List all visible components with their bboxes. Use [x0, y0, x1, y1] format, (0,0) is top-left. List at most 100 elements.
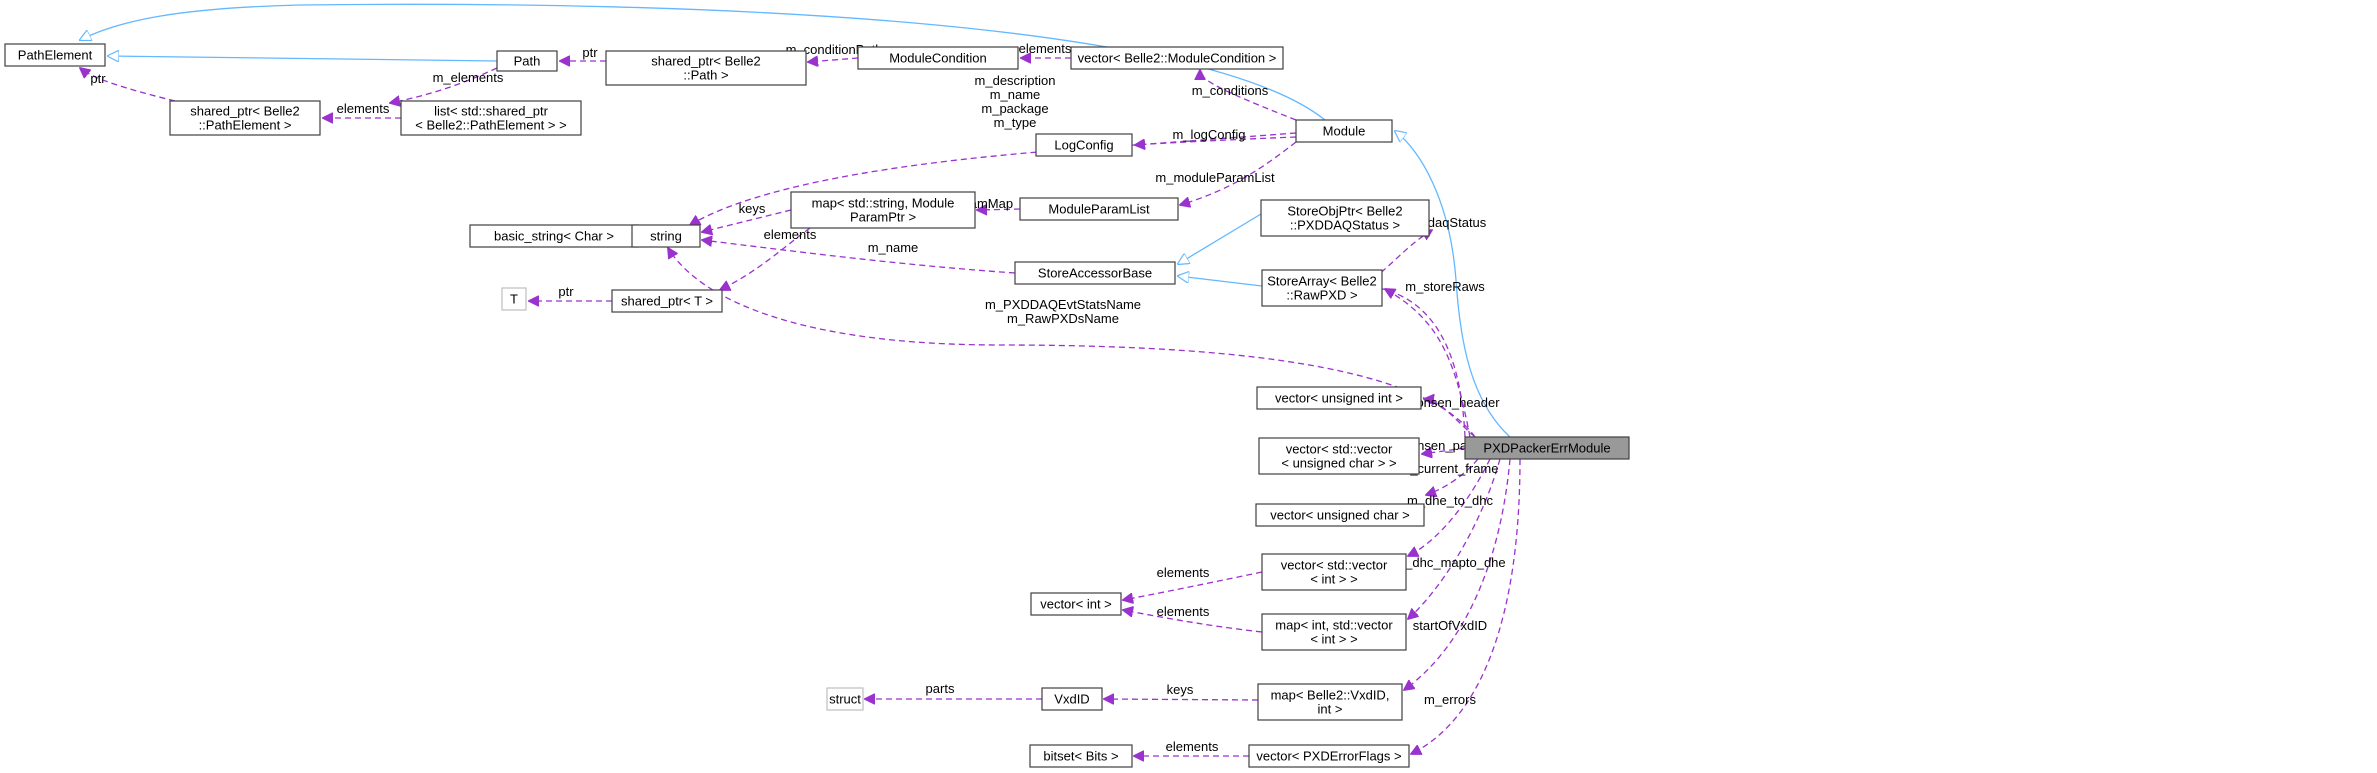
node-module-param-list[interactable]: ModuleParamList [1019, 197, 1179, 221]
edge-label-start-of-vxd-id: startOfVxdID [1413, 618, 1487, 633]
edge-label-m-onsen-header: m_onsen_header [1398, 395, 1500, 410]
node-label: map< std::string, Module [812, 196, 955, 211]
node-label: ::Path > [683, 68, 728, 83]
inheritance-edge [1395, 131, 1511, 438]
node-pxd-packer-err-module[interactable]: PXDPackerErrModule [1464, 436, 1630, 460]
node-label: ::PXDDAQStatus > [1290, 218, 1400, 233]
node-basic-string[interactable]: basic_string< Char > [469, 224, 639, 248]
edge-label-keys-map: keys [739, 201, 766, 216]
edge-label-m-conditions: m_conditions [1192, 83, 1269, 98]
edge-label-m-module-param-list: m_moduleParamList [1155, 170, 1275, 185]
node-module[interactable]: Module [1295, 119, 1393, 143]
node-t[interactable]: T [501, 287, 527, 311]
edge-label-keys-vxd: keys [1167, 682, 1194, 697]
node-label: T [510, 292, 518, 307]
node-box [1255, 503, 1425, 527]
node-vxd-id[interactable]: VxdID [1041, 687, 1103, 711]
node-box [1258, 437, 1420, 475]
node-label: basic_string< Char > [494, 229, 614, 244]
node-vector-int[interactable]: vector< int > [1030, 592, 1122, 616]
node-string[interactable]: string [631, 224, 701, 248]
node-label: bitset< Bits > [1043, 749, 1118, 764]
member-edge [702, 240, 1016, 274]
node-box [1295, 119, 1393, 143]
node-label: vector< Belle2::ModuleCondition > [1078, 51, 1277, 66]
node-label: int > [1318, 702, 1343, 717]
member-edge [1408, 458, 1491, 556]
node-label: PathElement [18, 48, 93, 63]
node-box [1019, 197, 1179, 221]
node-label: list< std::shared_ptr [434, 104, 548, 119]
node-label: LogConfig [1054, 138, 1113, 153]
node-shared-ptr-path[interactable]: shared_ptr< Belle2::Path > [605, 50, 807, 86]
node-box [400, 100, 582, 136]
node-label: vector< std::vector [1281, 558, 1388, 573]
node-vector-vector-unsigned-char[interactable]: vector< std::vector< unsigned char > > [1258, 437, 1420, 475]
node-label: ::RawPXD > [1286, 288, 1357, 303]
member-edge [977, 209, 1021, 210]
node-vector-unsigned-char[interactable]: vector< unsigned char > [1255, 503, 1425, 527]
edge-label-module-string-members: m_description [975, 73, 1056, 88]
edge-label-elements-path-element: elements [337, 101, 390, 116]
node-map-vxd-id-int[interactable]: map< Belle2::VxdID,int > [1257, 683, 1403, 721]
node-box [1261, 269, 1383, 307]
node-store-accessor-base[interactable]: StoreAccessorBase [1014, 261, 1176, 285]
edge-label-module-string-members: m_package [981, 101, 1048, 116]
member-edge [1422, 448, 1466, 454]
member-edge [1385, 289, 1471, 438]
node-box [1070, 46, 1284, 70]
node-label: Path [514, 54, 541, 69]
node-box [1029, 744, 1133, 768]
node-log-config[interactable]: LogConfig [1035, 133, 1133, 157]
node-vector-unsigned-int[interactable]: vector< unsigned int > [1256, 386, 1422, 410]
node-box [1014, 261, 1176, 285]
node-store-obj-ptr[interactable]: StoreObjPtr< Belle2::PXDDAQStatus > [1260, 199, 1430, 237]
node-box [1261, 553, 1407, 591]
node-label: map< Belle2::VxdID, [1271, 688, 1390, 703]
edge-label-module-string-members: m_name [990, 87, 1041, 102]
node-label: shared_ptr< T > [621, 294, 713, 309]
node-box [605, 50, 807, 86]
node-vector-vector-int[interactable]: vector< std::vector< int > > [1261, 553, 1407, 591]
edge-label-m-errors: m_errors [1424, 692, 1477, 707]
node-box [1464, 436, 1630, 460]
edge-label-parts: parts [926, 681, 955, 696]
node-label: ParamPtr > [850, 210, 916, 225]
edge-label-elements-module-condition: elements [1019, 41, 1072, 56]
node-store-array[interactable]: StoreArray< Belle2::RawPXD > [1261, 269, 1383, 307]
node-box [1035, 133, 1133, 157]
node-map-int-vector-int[interactable]: map< int, std::vector< int > > [1261, 613, 1407, 651]
node-path-element[interactable]: PathElement [4, 43, 106, 67]
member-edge [702, 209, 792, 232]
node-label: StoreAccessorBase [1038, 266, 1152, 281]
member-edge [1123, 610, 1263, 633]
node-box [1257, 683, 1403, 721]
node-list-shared-ptr[interactable]: list< std::shared_ptr< Belle2::PathEleme… [400, 100, 582, 136]
node-box [611, 289, 723, 313]
node-module-condition[interactable]: ModuleCondition [857, 46, 1019, 70]
node-box [790, 191, 976, 229]
node-path[interactable]: Path [496, 50, 558, 72]
node-label: vector< unsigned int > [1275, 391, 1403, 406]
node-label: ModuleParamList [1048, 202, 1150, 217]
node-label: vector< std::vector [1286, 442, 1393, 457]
edge-label-ptr-path: ptr [582, 45, 598, 60]
node-shared-ptr-path-element[interactable]: shared_ptr< Belle2::PathElement > [169, 100, 321, 136]
node-bitset-bits[interactable]: bitset< Bits > [1029, 744, 1133, 768]
edge-label-elements-vector-vector-int: elements [1157, 565, 1210, 580]
node-box [826, 687, 864, 711]
node-struct[interactable]: struct [826, 687, 864, 711]
node-label: shared_ptr< Belle2 [651, 54, 761, 69]
node-box [1260, 199, 1430, 237]
member-edge [1123, 571, 1263, 600]
node-shared-ptr-t[interactable]: shared_ptr< T > [611, 289, 723, 313]
node-box [1248, 744, 1410, 768]
node-vector-module-condition[interactable]: vector< Belle2::ModuleCondition > [1070, 46, 1284, 70]
edge-label-m-dhc-mapto-dhe: m_dhc_mapto_dhe [1394, 555, 1505, 570]
node-vector-pxd-error-flags[interactable]: vector< PXDErrorFlags > [1248, 744, 1410, 768]
inheritance-edge [108, 56, 498, 61]
inheritance-edge [1178, 213, 1262, 264]
node-label: ModuleCondition [889, 51, 987, 66]
